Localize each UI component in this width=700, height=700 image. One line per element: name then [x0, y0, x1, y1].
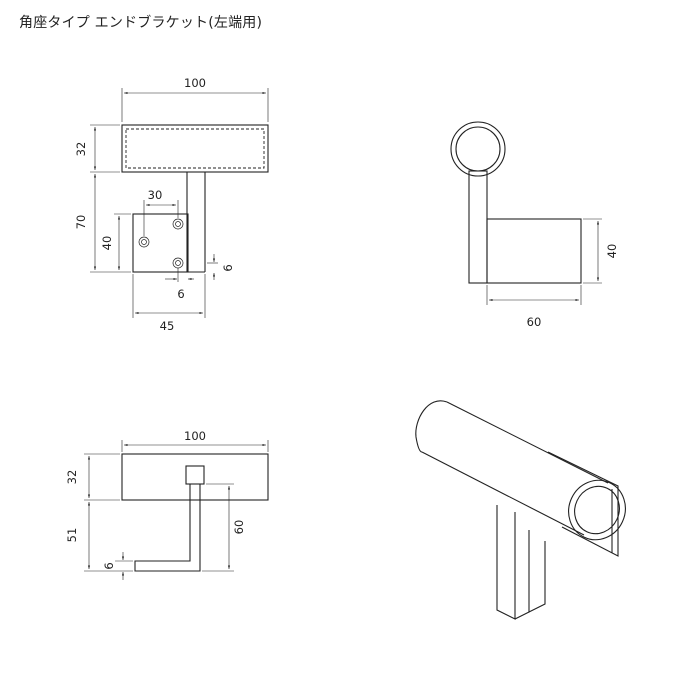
iso-back-plate — [547, 451, 619, 557]
screw-hole-icon — [172, 218, 184, 230]
dim-plate-width: 45 — [160, 319, 175, 333]
side-arm — [468, 170, 488, 284]
screw-hole-icon — [138, 236, 150, 248]
dim-plan-width: 100 — [184, 429, 206, 443]
dim-plan-top-height: 32 — [65, 470, 79, 485]
front-top-bar — [121, 124, 269, 173]
plan-view: 100 32 51 6 60 — [65, 429, 269, 580]
dim-side-depth: 60 — [527, 315, 542, 329]
dim-offset-vertical: 6 — [221, 264, 235, 271]
iso-pipe-ring-inner — [574, 485, 620, 535]
side-view: 40 60 — [450, 121, 619, 329]
dim-plate-height: 40 — [100, 236, 114, 251]
screw-hole-icon — [172, 257, 184, 269]
dim-plan-bottom-offset: 6 — [102, 562, 116, 569]
isometric-view — [415, 400, 626, 620]
dim-total-drop: 70 — [74, 215, 88, 230]
plan-top-bar — [121, 453, 269, 501]
iso-cylinder-back-cap — [415, 400, 448, 453]
front-view: 100 32 70 40 30 6 6 45 — [74, 76, 269, 333]
plan-square-post — [185, 465, 205, 485]
front-base-plate — [132, 213, 189, 273]
plan-l-arm — [134, 484, 201, 572]
iso-vertical-arm — [496, 505, 516, 620]
dim-top-height: 32 — [74, 142, 88, 157]
front-top-bar-hidden — [125, 128, 265, 169]
iso-cylinder-top-edge — [446, 401, 609, 484]
dim-plan-arm-depth: 60 — [232, 520, 246, 535]
iso-cylinder-bottom-edge — [421, 451, 585, 536]
dim-hole-spacing: 30 — [148, 188, 163, 202]
dim-side-height: 40 — [605, 244, 619, 259]
iso-pipe-ring-outer — [568, 479, 626, 541]
dim-plan-arm-height: 51 — [65, 528, 79, 543]
dim-offset-horizontal: 6 — [177, 287, 184, 301]
page-title: 角座タイプ エンドブラケット(左端用) — [19, 15, 263, 31]
pipe-ring-outer — [450, 121, 506, 177]
dim-width: 100 — [184, 76, 206, 90]
side-block — [486, 218, 582, 284]
pipe-ring-inner — [455, 126, 501, 172]
